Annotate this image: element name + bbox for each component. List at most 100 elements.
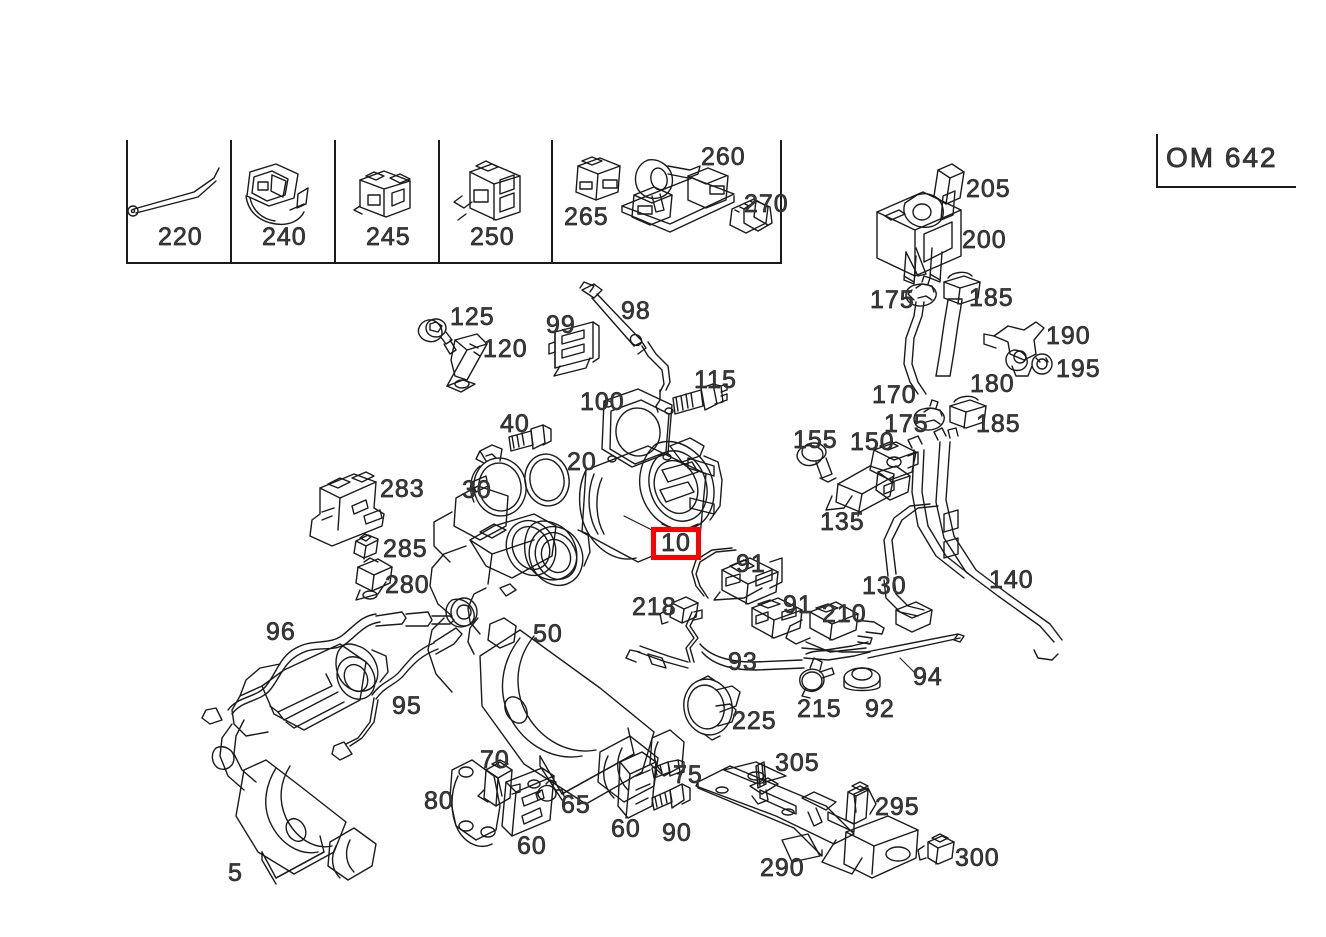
part-callout-170[interactable]: 170 bbox=[872, 381, 917, 409]
part-callout-150[interactable]: 150 bbox=[850, 428, 895, 456]
part-callout-175a[interactable]: 175 bbox=[870, 286, 915, 314]
part-callout-285[interactable]: 285 bbox=[383, 535, 428, 563]
front-catalyst-5 bbox=[212, 644, 388, 884]
part-callout-245[interactable]: 245 bbox=[366, 223, 411, 251]
part-callout-91b[interactable]: 91 bbox=[783, 591, 813, 619]
clip-295 bbox=[846, 782, 868, 824]
part-callout-215[interactable]: 215 bbox=[797, 695, 842, 723]
bracket-connector-bolt-icon bbox=[576, 157, 772, 233]
connector-clip-icon bbox=[246, 164, 308, 224]
seal-ring-20 bbox=[521, 451, 573, 510]
part-callout-75[interactable]: 75 bbox=[673, 761, 703, 789]
part-callout-290[interactable]: 290 bbox=[760, 854, 805, 882]
bracket-vertical-line bbox=[1156, 134, 1158, 188]
legend-bottom-border bbox=[126, 262, 782, 264]
part-callout-93[interactable]: 93 bbox=[728, 648, 758, 676]
v-band-clamp-30 bbox=[469, 445, 530, 520]
part-callout-185b[interactable]: 185 bbox=[976, 410, 1021, 438]
part-callout-250[interactable]: 250 bbox=[470, 223, 515, 251]
part-callout-96[interactable]: 96 bbox=[266, 618, 296, 646]
legend-divider bbox=[780, 140, 782, 264]
part-callout-180[interactable]: 180 bbox=[970, 370, 1015, 398]
fastener-75 bbox=[652, 760, 684, 778]
legend-divider bbox=[334, 140, 336, 264]
part-callout-50[interactable]: 50 bbox=[533, 620, 563, 648]
part-callout-195[interactable]: 195 bbox=[1056, 355, 1101, 383]
heat-shield-283 bbox=[310, 472, 384, 546]
bracket-70 bbox=[478, 760, 520, 806]
bracket-horizontal-line bbox=[1156, 186, 1296, 188]
engine-code-label: OM 642 bbox=[1166, 142, 1278, 174]
part-callout-190[interactable]: 190 bbox=[1046, 322, 1091, 350]
legend-box bbox=[126, 140, 782, 264]
part-callout-175b[interactable]: 175 bbox=[884, 410, 929, 438]
part-callout-91a[interactable]: 91 bbox=[736, 550, 766, 578]
part-callout-20[interactable]: 20 bbox=[567, 448, 597, 476]
part-callout-210[interactable]: 210 bbox=[822, 600, 867, 628]
part-callout-225[interactable]: 225 bbox=[732, 707, 777, 735]
hose-clamp-175-upper bbox=[906, 276, 936, 306]
fastener-90 bbox=[652, 784, 690, 810]
part-callout-5[interactable]: 5 bbox=[228, 859, 243, 887]
highlighted-part-callout[interactable]: 10 bbox=[651, 527, 701, 560]
part-callout-98[interactable]: 98 bbox=[621, 297, 651, 325]
part-callout-30[interactable]: 30 bbox=[462, 476, 492, 504]
part-callout-90[interactable]: 90 bbox=[662, 819, 692, 847]
part-callout-140[interactable]: 140 bbox=[989, 566, 1034, 594]
legend-divider bbox=[126, 140, 128, 264]
washer-195 bbox=[1032, 354, 1052, 374]
part-callout-92[interactable]: 92 bbox=[865, 695, 895, 723]
part-callout-200[interactable]: 200 bbox=[962, 226, 1007, 254]
part-callout-218[interactable]: 218 bbox=[632, 593, 677, 621]
part-callout-100[interactable]: 100 bbox=[580, 388, 625, 416]
clamp-225 bbox=[679, 675, 740, 740]
bracket-60-right bbox=[618, 752, 656, 818]
part-callout-295[interactable]: 295 bbox=[875, 793, 920, 821]
pressure-sensor-module bbox=[877, 164, 964, 284]
engine-code-bracket: OM 642 bbox=[1156, 134, 1296, 188]
part-callout-95a[interactable]: 95 bbox=[392, 692, 422, 720]
connector-block-icon bbox=[454, 161, 520, 220]
part-callout-115[interactable]: 115 bbox=[694, 366, 737, 394]
part-callout-205[interactable]: 205 bbox=[966, 175, 1011, 203]
part-callout-265[interactable]: 265 bbox=[564, 203, 609, 231]
highlighted-part-number: 10 bbox=[661, 529, 691, 558]
part-callout-60a[interactable]: 60 bbox=[517, 832, 547, 860]
part-callout-60b[interactable]: 60 bbox=[611, 815, 641, 843]
pipe-130 bbox=[884, 504, 938, 632]
part-callout-40[interactable]: 40 bbox=[500, 410, 530, 438]
hose-clamp-175-lower bbox=[914, 400, 944, 430]
part-callout-65[interactable]: 65 bbox=[561, 791, 591, 819]
sensor-bracket-99 bbox=[549, 322, 599, 376]
part-callout-240[interactable]: 240 bbox=[262, 223, 307, 251]
part-callout-260[interactable]: 260 bbox=[701, 143, 746, 171]
part-callout-99[interactable]: 99 bbox=[546, 311, 576, 339]
part-callout-70[interactable]: 70 bbox=[480, 746, 510, 774]
part-callout-220[interactable]: 220 bbox=[158, 223, 203, 251]
fastener-305 bbox=[750, 762, 778, 804]
part-callout-280[interactable]: 280 bbox=[385, 571, 430, 599]
legend-divider bbox=[230, 140, 232, 264]
part-callout-135[interactable]: 135 bbox=[820, 508, 865, 536]
part-callout-283[interactable]: 283 bbox=[380, 475, 425, 503]
part-callout-125[interactable]: 125 bbox=[450, 303, 495, 331]
part-callout-155[interactable]: 155 bbox=[793, 426, 838, 454]
hose-clamp-185-lower bbox=[950, 396, 986, 428]
dpf-assembly-50 bbox=[428, 476, 684, 804]
wiring-harness-95 bbox=[332, 628, 462, 760]
small-clip-285 bbox=[354, 534, 378, 559]
clip-218 bbox=[660, 597, 702, 624]
part-callout-94[interactable]: 94 bbox=[913, 663, 943, 691]
part-callout-130[interactable]: 130 bbox=[862, 572, 907, 600]
fastener-65 bbox=[536, 780, 564, 801]
part-callout-80[interactable]: 80 bbox=[424, 787, 454, 815]
connector-housing-icon bbox=[354, 171, 410, 217]
part-callout-185a[interactable]: 185 bbox=[969, 284, 1014, 312]
part-callout-305[interactable]: 305 bbox=[775, 749, 820, 777]
part-callout-300[interactable]: 300 bbox=[955, 844, 1000, 872]
bracket-280 bbox=[356, 558, 392, 600]
part-callout-120[interactable]: 120 bbox=[483, 335, 528, 363]
part-callout-270[interactable]: 270 bbox=[744, 190, 789, 218]
